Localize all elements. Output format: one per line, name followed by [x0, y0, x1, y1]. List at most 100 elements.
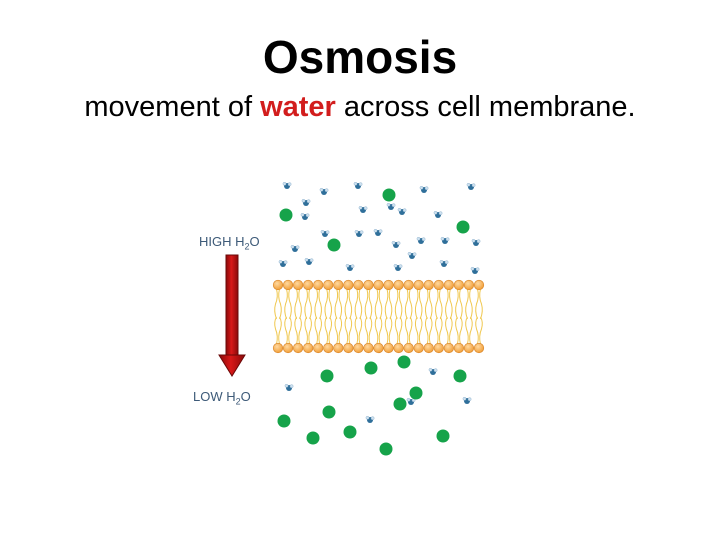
water-molecule — [439, 259, 449, 267]
lipid-heads-outer — [272, 279, 485, 291]
low-water-label: LOW H2O — [193, 389, 251, 407]
lipid-head — [313, 279, 324, 291]
lipid-head — [343, 342, 354, 354]
lipid-head — [403, 342, 414, 354]
water-molecule — [406, 397, 416, 405]
slide-title: Osmosis — [262, 31, 458, 83]
water-molecule — [353, 181, 363, 189]
lipid-head — [393, 279, 404, 291]
lipid-head — [363, 279, 374, 291]
lipid-head — [463, 342, 475, 354]
lipid-tails — [274, 288, 483, 345]
water-molecule — [284, 383, 294, 391]
water-molecule — [419, 185, 429, 193]
lipid-head — [383, 342, 394, 354]
water-molecule — [345, 263, 355, 271]
water-molecule — [290, 244, 300, 252]
solute-particle — [277, 414, 291, 428]
lipid-head — [393, 342, 404, 354]
water-molecule — [301, 198, 311, 206]
lipid-head — [373, 342, 384, 354]
lipid-head — [353, 342, 364, 354]
solute-particle — [409, 386, 423, 400]
solute-particle — [382, 188, 396, 202]
water-molecule — [373, 228, 383, 236]
lipid-head — [272, 342, 284, 354]
water-molecule — [282, 181, 292, 189]
solute-particles — [277, 188, 470, 456]
solute-particle — [279, 208, 293, 222]
water-molecule — [278, 259, 288, 267]
water-molecule — [416, 236, 426, 244]
solute-particle — [393, 397, 407, 411]
concentration-gradient-arrow — [218, 254, 246, 377]
water-molecule — [354, 229, 364, 237]
lipid-head — [303, 279, 314, 291]
lipid-head — [323, 279, 334, 291]
lipid-head — [463, 279, 475, 291]
solute-particle — [379, 442, 393, 456]
lipid-head — [433, 342, 444, 354]
water-molecule — [397, 207, 407, 215]
lipid-head — [323, 342, 334, 354]
solute-particle — [343, 425, 357, 439]
solute-particle — [436, 429, 450, 443]
water-molecule — [358, 205, 368, 213]
lipid-head — [433, 279, 444, 291]
lipid-head — [333, 342, 344, 354]
subtitle-text-before: movement of — [84, 91, 261, 123]
water-molecule — [304, 257, 314, 265]
water-molecule — [393, 263, 403, 271]
water-molecule — [391, 240, 401, 248]
lipid-head — [413, 342, 424, 354]
lipid-head — [293, 342, 304, 354]
lipid-heads-inner — [272, 342, 485, 354]
water-molecule — [320, 229, 330, 237]
solute-particle — [453, 369, 467, 383]
lipid-head — [303, 342, 314, 354]
solute-particle — [364, 361, 378, 375]
water-molecule — [470, 266, 480, 274]
water-molecule — [407, 251, 417, 259]
water-molecule — [466, 182, 476, 190]
lipid-head — [473, 279, 485, 291]
lipid-head — [403, 279, 414, 291]
lipid-head — [443, 279, 454, 291]
lipid-head — [272, 279, 284, 291]
lipid-head — [282, 342, 294, 354]
solute-particle — [306, 431, 320, 445]
lipid-head — [413, 279, 424, 291]
water-molecule — [471, 238, 481, 246]
lipid-head — [453, 279, 465, 291]
lipid-head — [423, 279, 434, 291]
slide-subtitle: movement of water across cell membrane. — [0, 90, 720, 125]
lipid-head — [373, 279, 384, 291]
lipid-head — [343, 279, 354, 291]
water-molecule — [319, 187, 329, 195]
lipid-head — [453, 342, 465, 354]
lipid-head — [443, 342, 454, 354]
solute-particle — [322, 405, 336, 419]
water-molecule — [462, 396, 472, 404]
solute-particle — [327, 238, 341, 252]
lipid-head — [423, 342, 434, 354]
lipid-head — [363, 342, 374, 354]
solute-particle — [320, 369, 334, 383]
water-molecule — [440, 236, 450, 244]
water-molecule — [365, 415, 375, 423]
water-molecule — [428, 367, 438, 375]
lipid-head — [353, 279, 364, 291]
water-molecule — [433, 210, 443, 218]
lipid-head — [313, 342, 324, 354]
cell-membrane — [272, 279, 485, 354]
high-water-label: HIGH H2O — [199, 234, 260, 252]
solute-particle — [397, 355, 411, 369]
lipid-head — [383, 279, 394, 291]
subtitle-highlight-water: water — [260, 91, 336, 123]
lipid-head — [282, 279, 294, 291]
lipid-head — [473, 342, 485, 354]
lipid-head — [293, 279, 304, 291]
water-molecule — [300, 212, 310, 220]
water-molecule — [386, 202, 396, 210]
